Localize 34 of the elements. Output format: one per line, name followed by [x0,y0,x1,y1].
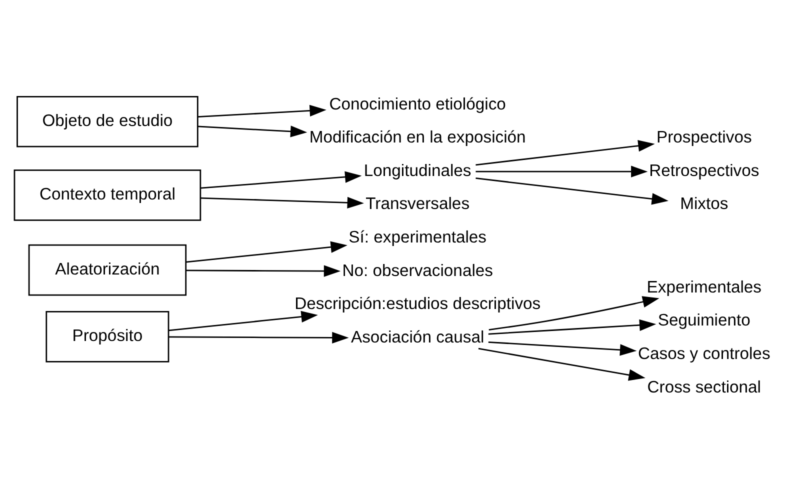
node-box: Aleatorización [28,244,187,296]
node-text: Asociación causal [350,327,484,346]
node-text: Prospectivos [656,128,752,147]
arrow [476,178,668,205]
arrow [186,265,341,277]
node-text: Experimentales [646,277,762,296]
node-box: Propósito [46,311,170,362]
arrow [168,332,349,344]
node-box: Contexto temporal [14,169,202,221]
arrow [488,319,656,335]
node-text: Seguimiento [658,310,750,330]
node-box: Objeto de estudio [16,96,198,148]
arrow [476,166,648,178]
node-text: Transversales [366,194,470,214]
node-text: Cross sectional [647,377,762,396]
node-text: Sí: experimentales [348,227,487,246]
arrow [168,310,318,332]
node-text: Retrospectivos [649,160,760,180]
arrow [488,296,660,330]
arrow [200,196,364,209]
arrow [200,171,362,189]
arrow [198,126,308,138]
node-text: Modificación en la exposición [309,128,526,147]
arrow [186,241,348,263]
node-text: Descripción:estudios descriptivos [294,294,541,314]
arrow [198,104,326,118]
node-text: Casos y controles [638,344,770,364]
arrow [478,348,646,381]
node-text: Conocimiento etiológico [329,94,506,114]
node-text: No: observacionales [342,260,493,280]
arrow [488,341,637,356]
node-text: Mixtos [680,194,728,214]
node-text: Longitudinales [364,160,472,180]
arrow [476,140,655,166]
